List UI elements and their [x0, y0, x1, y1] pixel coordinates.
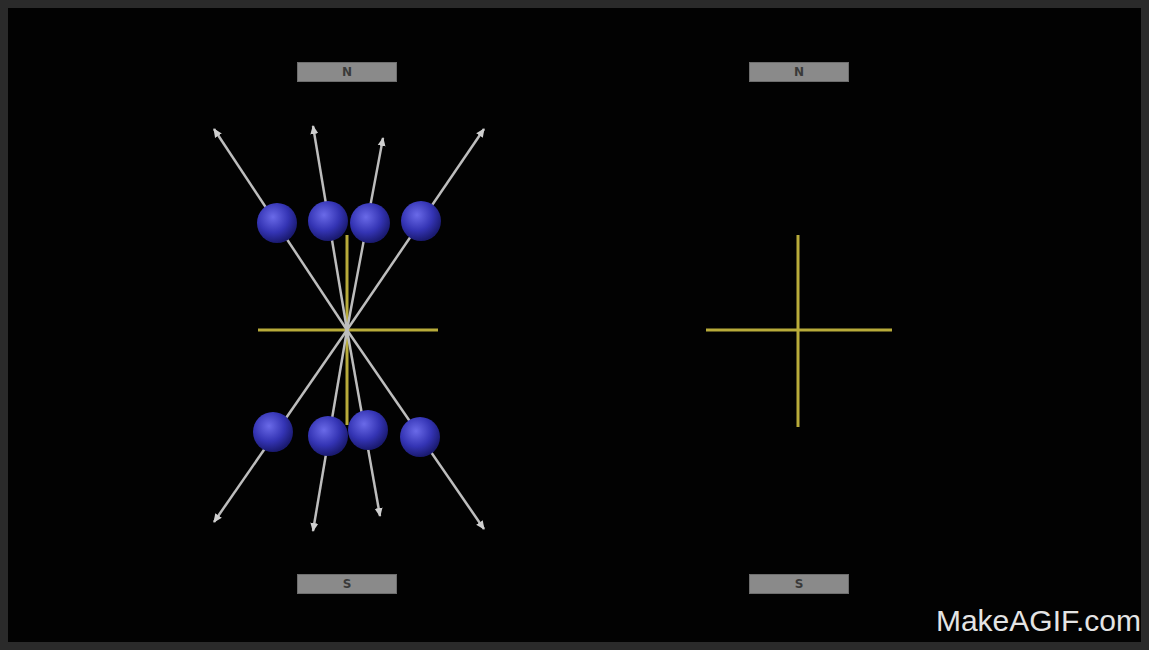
background — [8, 8, 1141, 642]
spin-vectors — [214, 126, 484, 531]
magnet-pole: S — [297, 574, 397, 594]
magnet-pole: N — [297, 62, 397, 82]
pole-label: S — [795, 578, 804, 590]
pole-label: N — [342, 66, 352, 78]
magnet-pole: S — [749, 574, 849, 594]
watermark: MakeAGIF.com — [936, 606, 1141, 636]
pole-label: N — [794, 66, 804, 78]
magnet-pole: N — [749, 62, 849, 82]
pole-label: S — [343, 578, 352, 590]
axis-cross — [706, 235, 892, 427]
protons — [253, 201, 441, 457]
